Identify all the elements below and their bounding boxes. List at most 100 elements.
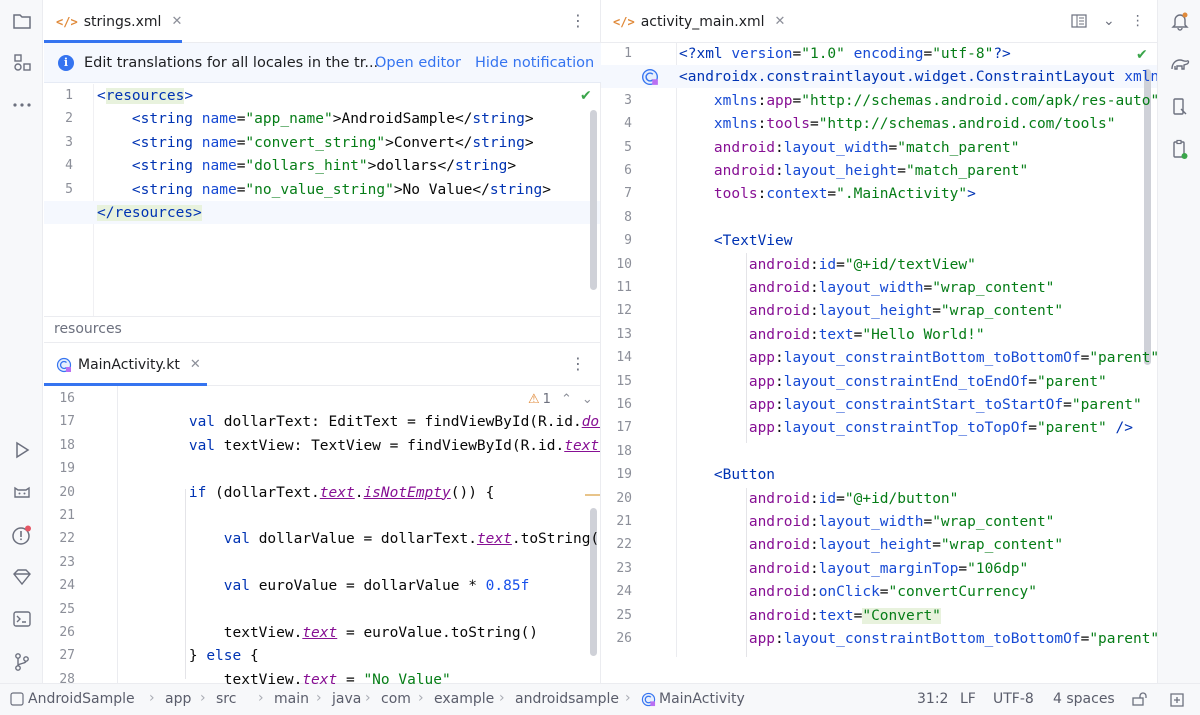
code-token: = <box>932 537 941 553</box>
inspection-icon[interactable] <box>1169 692 1185 712</box>
code-line: <string name="convert_string">Convert</s… <box>97 132 534 155</box>
run-icon[interactable] <box>8 436 35 463</box>
code-token: android <box>679 163 775 179</box>
code-token: < <box>97 135 141 151</box>
code-line: textView.text = euroValue.toString() <box>119 622 538 645</box>
more-tools-icon[interactable] <box>8 91 35 118</box>
code-line: android:text="Hello World!" <box>679 324 985 347</box>
code-token: = <box>923 514 932 530</box>
code-token: dollarText: EditText = findViewById(R.id… <box>224 414 582 430</box>
project-folder-icon[interactable] <box>8 7 35 34</box>
code-token: if <box>119 485 215 501</box>
line-number: 14 <box>616 350 632 365</box>
file-encoding[interactable]: UTF-8 <box>993 691 1034 707</box>
code-token: "106dp" <box>967 561 1028 577</box>
close-icon[interactable]: ✕ <box>171 14 182 29</box>
git-icon[interactable] <box>8 648 35 675</box>
breadcrumb-item[interactable]: MainActivity <box>659 691 745 707</box>
code-token: > <box>525 135 534 151</box>
more-vertical-icon[interactable]: ⋮ <box>1131 13 1145 29</box>
code-token: android <box>679 280 810 296</box>
code-line: app:layout_constraintEnd_toEndOf="parent… <box>679 371 1107 394</box>
code-token: : <box>775 374 784 390</box>
vertical-scrollbar[interactable] <box>1144 69 1151 365</box>
code-token: < <box>97 111 141 127</box>
close-icon[interactable]: ✕ <box>190 357 201 372</box>
code-token: resources <box>114 205 193 221</box>
structure-icon[interactable] <box>8 49 35 76</box>
code-token: android <box>679 514 810 530</box>
device-explorer-icon[interactable] <box>1166 136 1193 163</box>
read-only-lock-icon[interactable] <box>1131 692 1147 710</box>
notifications-icon[interactable] <box>1166 7 1193 34</box>
hide-notification-link[interactable]: Hide notification <box>475 55 594 71</box>
line-number: 21 <box>59 508 75 523</box>
problems-icon[interactable] <box>8 521 35 548</box>
line-number: 7 <box>624 186 632 201</box>
breadcrumb-item[interactable]: java <box>332 691 361 707</box>
terminal-icon[interactable] <box>8 605 35 632</box>
code-token: : <box>775 397 784 413</box>
code-token: val <box>119 414 224 430</box>
code-token: : <box>758 93 767 109</box>
breadcrumb-item[interactable]: AndroidSample <box>28 691 135 707</box>
code-token: layout_constraintBottom_toBottomOf <box>784 631 1081 647</box>
code-token: >AndroidSample</ <box>333 111 473 127</box>
logcat-icon[interactable] <box>8 479 35 506</box>
gradle-icon[interactable] <box>1166 50 1193 77</box>
tab-main-activity-kt[interactable]: MainActivity.kt ✕ <box>56 343 201 386</box>
breadcrumb-item[interactable]: com <box>381 691 411 707</box>
strings-code-area[interactable]: 123456 <resources> <string name="app_nam… <box>44 84 600 316</box>
breadcrumb-item[interactable]: example <box>434 691 494 707</box>
more-vertical-icon[interactable]: ⋮ <box>570 12 586 30</box>
main-code-area[interactable]: 16171819202122232425262728 val dollarTex… <box>44 386 600 684</box>
code-line: <string name="no_value_string">No Value<… <box>97 179 551 202</box>
open-editor-link[interactable]: Open editor <box>375 55 461 71</box>
activity-code-area[interactable]: 1234567891011121314151617181920212223242… <box>601 43 1157 657</box>
code-token: "Convert" <box>862 608 941 624</box>
line-number: 13 <box>616 327 632 342</box>
line-number: 15 <box>616 374 632 389</box>
code-token: android <box>679 608 810 624</box>
tab-activity-main-xml[interactable]: </> activity_main.xml ✕ <box>613 0 785 43</box>
breadcrumb-item[interactable]: main <box>274 691 309 707</box>
code-line: app:layout_constraintTop_toTopOf="parent… <box>679 417 1133 440</box>
layout-preview-gutter-icon[interactable] <box>641 68 659 86</box>
gem-icon[interactable] <box>8 563 35 590</box>
split-view-icon[interactable] <box>1071 14 1087 28</box>
code-token: "wrap_content" <box>932 514 1054 530</box>
strings-editor-pane: </> strings.xml ✕ ⋮ i Edit translations … <box>44 0 601 342</box>
code-token: = <box>1028 374 1037 390</box>
more-vertical-icon[interactable]: ⋮ <box>570 355 586 373</box>
device-manager-icon[interactable] <box>1166 93 1193 120</box>
code-token: : <box>810 257 819 273</box>
code-line: android:onClick="convertCurrency" <box>679 581 1037 604</box>
indent-setting[interactable]: 4 spaces <box>1053 691 1115 707</box>
code-token: < <box>679 467 723 483</box>
line-separator[interactable]: LF <box>960 691 976 707</box>
tab-label: strings.xml <box>84 14 162 30</box>
chevron-down-icon[interactable]: ⌄ <box>1103 13 1115 29</box>
tab-strings-xml[interactable]: </> strings.xml ✕ <box>56 0 182 43</box>
code-token: string <box>472 111 524 127</box>
code-token: "parent" <box>1072 397 1142 413</box>
breadcrumb-item[interactable]: src <box>216 691 236 707</box>
breadcrumb-resources[interactable]: resources <box>54 321 122 337</box>
breadcrumb-item[interactable]: androidsample <box>515 691 619 707</box>
code-token: > <box>507 158 516 174</box>
caret-position[interactable]: 31:2 <box>917 691 948 707</box>
line-number: 20 <box>616 491 632 506</box>
breadcrumb-item[interactable]: app <box>165 691 191 707</box>
code-token: : <box>810 584 819 600</box>
code-line: <string name="app_name">AndroidSample</s… <box>97 108 534 131</box>
vertical-scrollbar[interactable] <box>590 110 597 290</box>
code-token: layout_constraintBottom_toBottomOf <box>784 350 1081 366</box>
code-token: : <box>775 140 784 156</box>
close-icon[interactable]: ✕ <box>775 14 786 29</box>
code-token: { <box>250 648 259 664</box>
line-gutter: 1234567891011121314151617181920212223242… <box>601 43 676 657</box>
code-token: string <box>472 135 524 151</box>
code-token: android <box>679 584 810 600</box>
code-token: TextView <box>723 233 793 249</box>
code-token: onClick <box>819 584 880 600</box>
